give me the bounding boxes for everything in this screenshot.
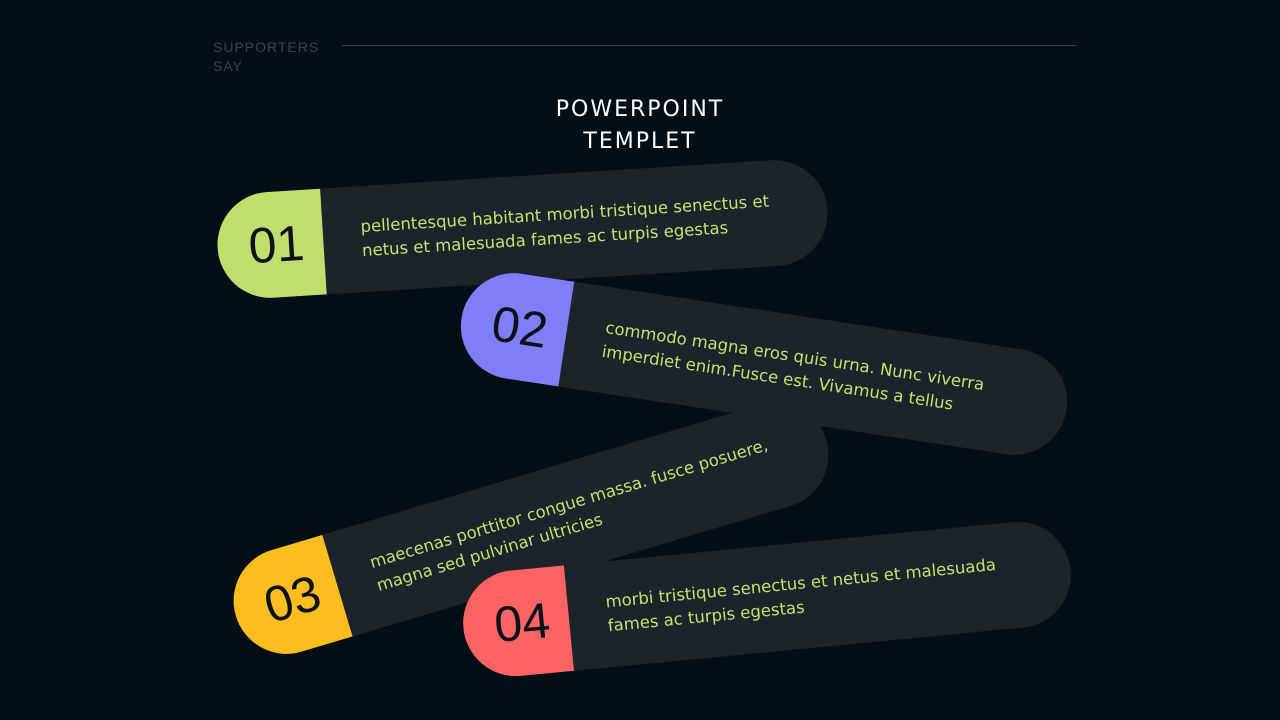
- step-badge-01: 01: [214, 188, 327, 302]
- step-number: 02: [488, 295, 552, 359]
- step-number: 03: [257, 564, 328, 634]
- section-overline: SUPPORTERS SAY: [213, 39, 320, 74]
- step-badge-04: 04: [458, 565, 574, 681]
- slide-title: POWERPOINT TEMPLET: [555, 97, 725, 154]
- step-badge-02: 02: [453, 265, 575, 387]
- step-text: pellentesque habitant morbi tristique se…: [359, 191, 770, 261]
- step-number: 04: [491, 592, 553, 654]
- step-number: 01: [246, 214, 307, 275]
- header-divider: [342, 45, 1077, 46]
- step-badge-03: 03: [220, 534, 353, 667]
